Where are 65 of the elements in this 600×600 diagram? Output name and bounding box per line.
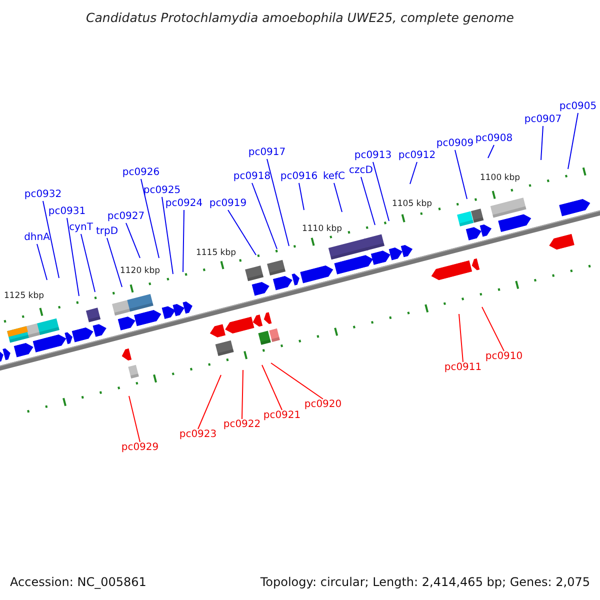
- leader-line: [270, 362, 324, 400]
- scale-label: 1120 kbp: [120, 266, 160, 276]
- leader-line: [42, 200, 60, 278]
- title: Candidatus Protochlamydia amoebophila UWE25, complete genome: [86, 12, 514, 24]
- gene-label: kefC: [322, 172, 346, 182]
- leader-line: [36, 244, 48, 280]
- gene-label: cynT: [69, 223, 93, 233]
- gene-label: pc0925: [143, 186, 181, 196]
- leader-line: [128, 396, 140, 442]
- leader-line: [140, 178, 160, 258]
- gene-label: pc0907: [524, 115, 562, 125]
- gene-label: pc0920: [304, 400, 342, 410]
- gene-label: pc0905: [559, 102, 597, 112]
- gene-label: pc0911: [444, 363, 482, 373]
- gene-label: pc0926: [122, 168, 160, 178]
- gene-label: dhnA: [24, 233, 50, 243]
- leader-line: [80, 234, 96, 292]
- gene-label: pc0908: [475, 134, 513, 144]
- leader-line: [228, 210, 256, 256]
- leader-line: [372, 162, 390, 222]
- gene-label: pc0913: [354, 151, 392, 161]
- leader-line: [252, 182, 278, 250]
- leader-line: [454, 150, 468, 200]
- gene-label: pc0929: [121, 443, 159, 453]
- gene-label: pc0922: [223, 420, 261, 430]
- gene-label: pc0931: [48, 207, 86, 217]
- gene-label: pc0921: [263, 411, 301, 421]
- scale-label: 1100 kbp: [480, 174, 520, 182]
- leader-line: [410, 162, 418, 184]
- scale-label: 1115 kbp: [196, 248, 236, 258]
- leader-line: [126, 222, 140, 258]
- gene-label: pc0924: [165, 199, 203, 209]
- leader-line: [482, 306, 504, 352]
- gene-label: czcD: [349, 166, 373, 176]
- leader-line: [182, 210, 184, 272]
- leader-line: [162, 196, 174, 274]
- leader-line: [262, 364, 282, 410]
- leader-line: [66, 218, 80, 296]
- scale-label: 1125 kbp: [4, 292, 44, 300]
- gene-label: pc0909: [436, 139, 474, 149]
- gene-label: pc0918: [233, 172, 271, 182]
- leader-line: [540, 126, 544, 160]
- leader-line: [266, 158, 290, 246]
- leader-line: [334, 182, 342, 212]
- scale-label: 1110 kbp: [302, 224, 342, 234]
- leader-line: [458, 314, 464, 362]
- accession-text: Accession: NC_005861: [10, 576, 146, 588]
- leader-line: [106, 238, 122, 288]
- leader-line: [488, 144, 494, 158]
- leader-line: [242, 370, 244, 420]
- gene-label: pc0919: [209, 199, 247, 209]
- gene-label: pc0923: [179, 430, 217, 440]
- gene-label: pc0917: [248, 148, 286, 158]
- genome-summary: Topology: circular; Length: 2,414,465 bp; Genes: 2,075: [260, 576, 590, 588]
- leader-line: [198, 374, 222, 430]
- gene-label: pc0932: [24, 190, 62, 200]
- gene-label: pc0927: [107, 212, 145, 222]
- leader-line: [568, 112, 578, 170]
- leader-line: [298, 182, 304, 210]
- gene-label: pc0916: [280, 172, 318, 182]
- leader-line: [360, 176, 376, 226]
- gene-label: pc0912: [398, 151, 436, 161]
- gene-label: pc0910: [485, 352, 523, 362]
- scale-label: 1105 kbp: [392, 200, 432, 208]
- gene-label: trpD: [96, 227, 118, 237]
